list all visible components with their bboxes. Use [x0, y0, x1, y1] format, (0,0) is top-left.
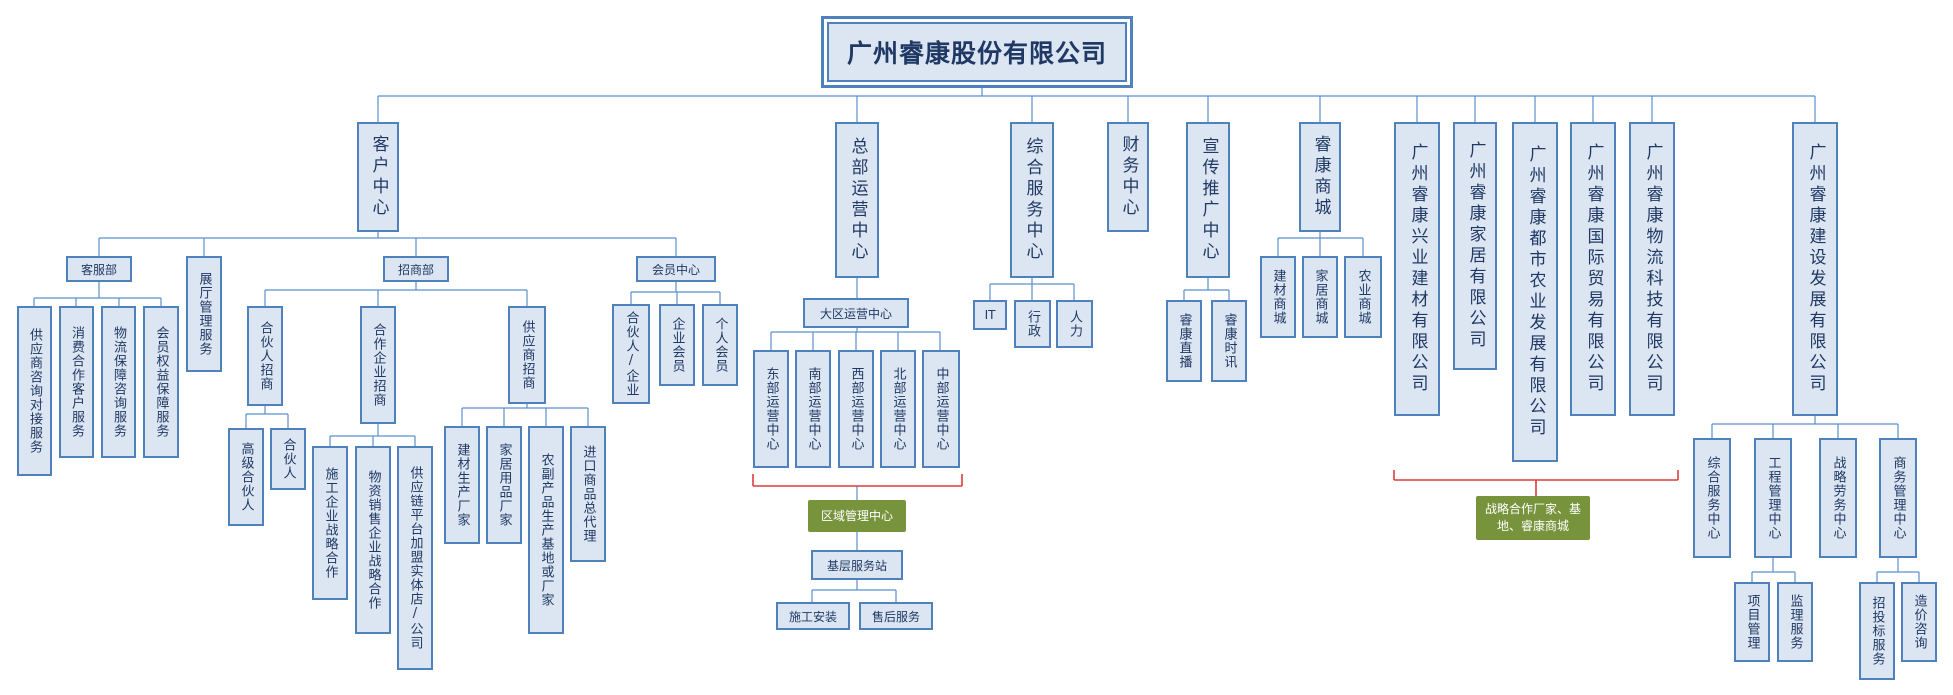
service-dept: 客服部: [66, 256, 132, 282]
service-item: 会员权益保障服务: [143, 306, 179, 458]
invest-item: 建材生产厂家: [444, 426, 480, 544]
general-item: IT: [973, 300, 1007, 330]
jianshe-unit: 战略劳务中心: [1819, 438, 1857, 558]
invest-item: 家居用品厂家: [486, 426, 522, 544]
invest-dept: 招商部: [383, 256, 449, 282]
invest-group-supplier: 供应商招商: [508, 306, 546, 404]
grassroots-station: 基层服务站: [811, 550, 903, 580]
member-item: 合伙人/企业: [612, 304, 650, 404]
invest-item: 进口商品总代理: [570, 426, 606, 562]
station-item: 施工安装: [776, 602, 850, 630]
jianshe-item: 项目管理: [1734, 582, 1770, 662]
general-service-center: 综合服务中心: [1010, 122, 1054, 278]
strategic-note: 战略合作厂家、基地、睿康商城: [1476, 496, 1590, 540]
mall-item: 农业商城: [1344, 256, 1382, 338]
ruikang-mall: 睿康商城: [1299, 122, 1341, 232]
region-item: 北部运营中心: [880, 350, 916, 468]
jianshe-unit: 工程管理中心: [1754, 438, 1792, 558]
jianshe-unit: 商务管理中心: [1879, 438, 1917, 558]
member-item: 企业会员: [659, 304, 695, 386]
general-item: 人力: [1056, 300, 1093, 348]
company-title: 广州睿康股份有限公司: [821, 16, 1133, 88]
connector-lines: [33, 88, 1920, 602]
showroom-service: 展厅管理服务: [186, 256, 222, 372]
jianshe-item: 监理服务: [1777, 582, 1813, 662]
service-item: 物流保障咨询服务: [101, 306, 136, 458]
regional-ops-center: 大区运营中心: [803, 298, 909, 328]
invest-group-enterprise: 合作企业招商: [360, 306, 396, 424]
publicity-item: 睿康直播: [1166, 300, 1202, 382]
invest-item: 合伙人: [270, 428, 306, 490]
invest-item: 物资销售企业战略合作: [355, 446, 391, 634]
company-jiaju: 广州睿康家居有限公司: [1453, 122, 1497, 370]
region-item: 南部运营中心: [795, 350, 831, 468]
station-item: 售后服务: [859, 602, 933, 630]
bracket-lines: [752, 470, 1679, 496]
region-item: 东部运营中心: [753, 350, 789, 468]
member-dept: 会员中心: [636, 256, 716, 282]
company-wuliu: 广州睿康物流科技有限公司: [1629, 122, 1675, 416]
customer-center: 客户中心: [357, 122, 399, 232]
invest-item: 施工企业战略合作: [312, 446, 348, 600]
company-dushi: 广州睿康都市农业发展有限公司: [1512, 122, 1558, 462]
finance-center: 财务中心: [1107, 122, 1149, 232]
invest-item: 供应链平台加盟实体店/公司: [397, 446, 433, 670]
general-item: 行政: [1014, 300, 1051, 348]
service-item: 供应商咨询对接服务: [17, 306, 52, 476]
region-item: 中部运营中心: [922, 350, 960, 468]
member-item: 个人会员: [702, 304, 738, 386]
invest-group-partner: 合伙人招商: [247, 306, 283, 406]
region-mgmt-note: 区域管理中心: [808, 500, 906, 532]
company-jianshe: 广州睿康建设发展有限公司: [1792, 122, 1838, 416]
invest-item: 农副产品生产基地或厂家: [528, 426, 564, 634]
company-guoji: 广州睿康国际贸易有限公司: [1570, 122, 1616, 416]
jianshe-item: 造价咨询: [1901, 582, 1937, 662]
publicity-item: 睿康时讯: [1211, 300, 1247, 382]
mall-item: 建材商城: [1260, 256, 1296, 338]
company-xingye: 广州睿康兴业建材有限公司: [1394, 122, 1440, 416]
jianshe-unit: 综合服务中心: [1693, 438, 1731, 558]
region-item: 西部运营中心: [838, 350, 874, 468]
publicity-center: 宣传推广中心: [1186, 122, 1230, 278]
ops-center: 总部运营中心: [835, 122, 879, 278]
mall-item: 家居商城: [1302, 256, 1338, 338]
service-item: 消费合作客户服务: [59, 306, 94, 458]
invest-item: 高级合伙人: [228, 428, 264, 526]
jianshe-item: 招投标服务: [1859, 582, 1895, 680]
